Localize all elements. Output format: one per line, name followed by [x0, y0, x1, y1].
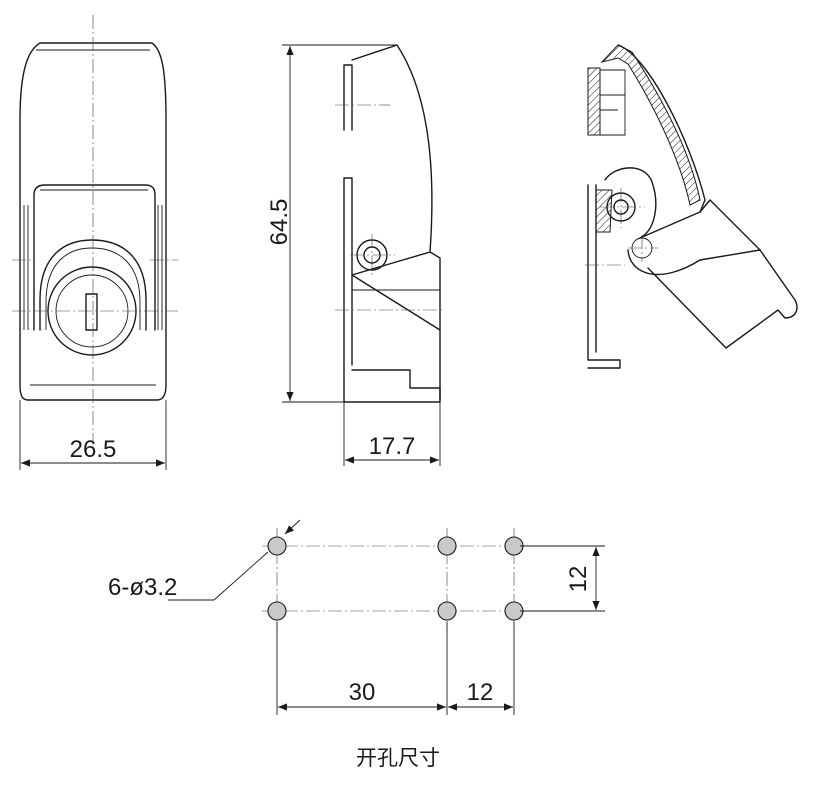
- hole-spacing-short-label: 12: [467, 679, 494, 706]
- caption: 开孔尺寸: [356, 746, 440, 770]
- section-view: [585, 44, 798, 369]
- side-height-label: 64.5: [266, 199, 293, 246]
- hole-pattern: 6-ø3.2 12 30 12 开孔尺寸: [108, 519, 605, 770]
- front-view: 26.5: [12, 15, 178, 470]
- hole-spec-label: 6-ø3.2: [108, 574, 177, 601]
- front-width-label: 26.5: [70, 436, 117, 463]
- mounting-holes: [267, 536, 524, 621]
- hole-spacing-long-label: 30: [349, 679, 376, 706]
- mounting-hole: [267, 601, 287, 621]
- mounting-hole: [267, 536, 287, 556]
- hole-vertical-spacing-label: 12: [565, 566, 592, 593]
- side-depth-label: 17.7: [369, 433, 416, 460]
- mounting-hole: [437, 601, 457, 621]
- mounting-hole: [437, 536, 457, 556]
- side-view: 64.5 17.7: [266, 44, 445, 466]
